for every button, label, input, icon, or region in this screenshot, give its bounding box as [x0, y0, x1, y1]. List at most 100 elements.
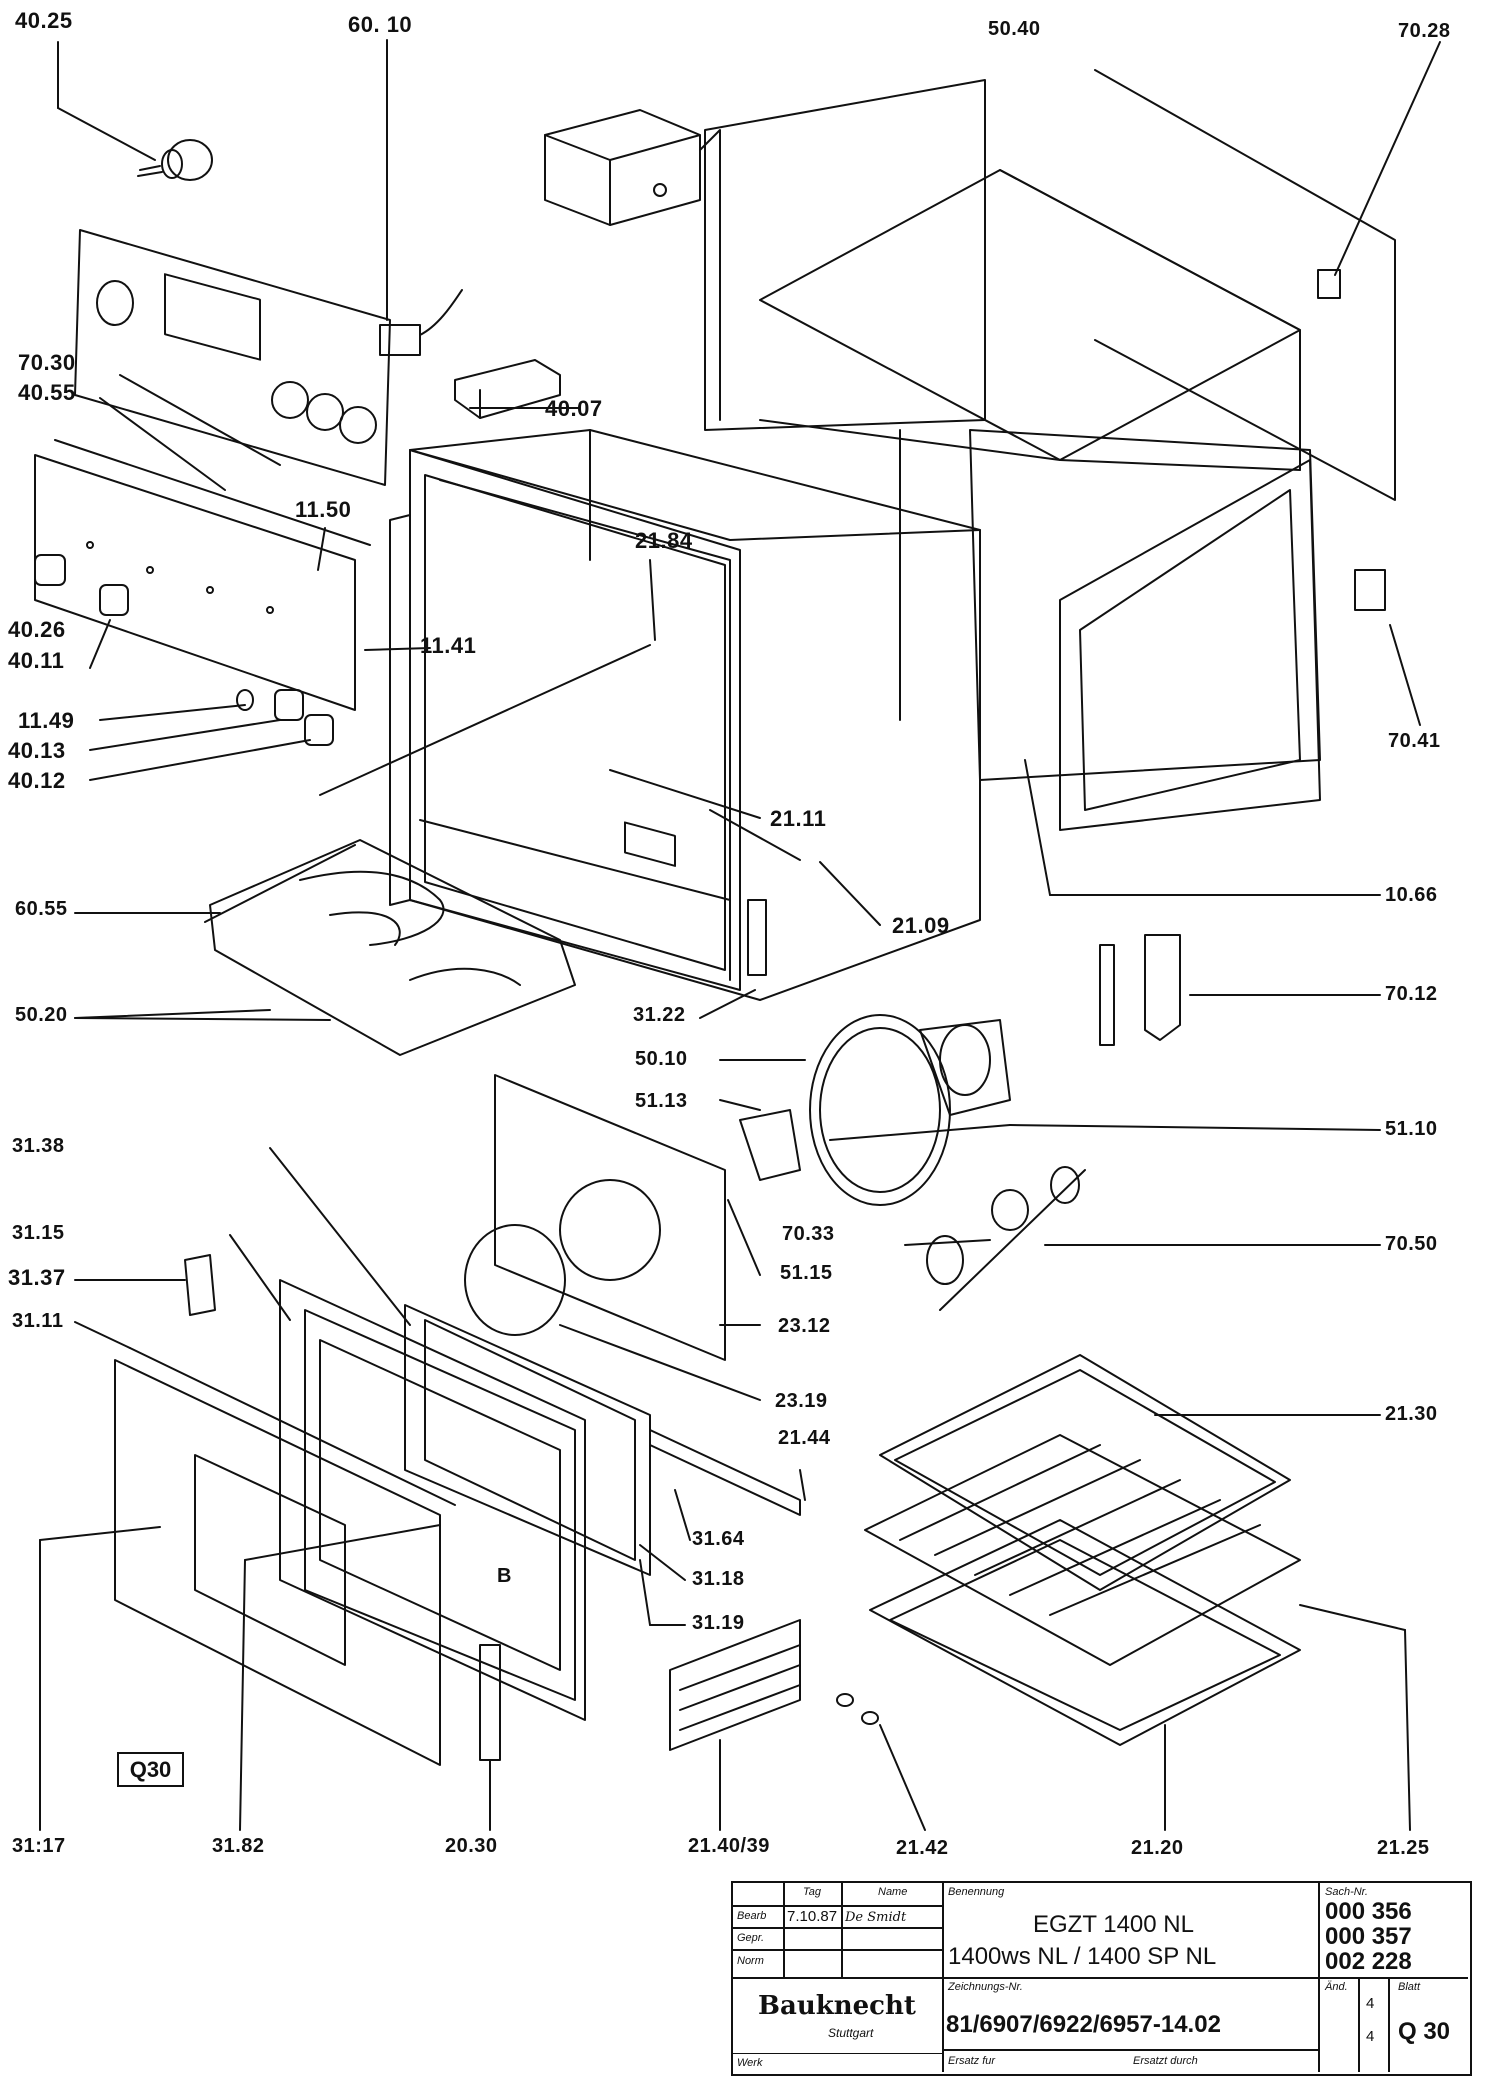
tb-drawing-no: 81/6907/6922/6957-14.02 — [946, 2011, 1221, 2038]
label-40-26: 40.26 — [8, 617, 66, 642]
part-21-44-strip — [649, 1429, 806, 1516]
tb-date: 7.10.87 — [787, 1908, 838, 1925]
part-21-40-side-rails — [669, 1619, 801, 1831]
label-70-50: 70.50 — [1385, 1233, 1438, 1255]
label-21-44: 21.44 — [778, 1427, 831, 1449]
part-70-12-bracket — [1099, 934, 1381, 1046]
label-21-09: 21.09 — [892, 913, 950, 938]
label-31-17: 31:17 — [12, 1835, 66, 1857]
tb-aend-hdr: Änd. — [1325, 1981, 1348, 1993]
tb-signature: De Smidt — [845, 1910, 907, 1925]
part-front-fascia — [34, 439, 371, 711]
tb-sach-hdr: Sach-Nr. — [1325, 1886, 1368, 1898]
part-60-10-switch — [379, 39, 463, 356]
tb-logo: Bauknecht — [758, 1991, 916, 2021]
part-20-30-hinge — [479, 1644, 501, 1831]
label-21-84: 21.84 — [635, 528, 693, 553]
label-31-64: 31.64 — [692, 1528, 745, 1550]
tb-hdr-benennung: Benennung — [948, 1886, 1005, 1898]
tb-hdr-name: Name — [878, 1886, 908, 1898]
tb-row-gepr: Gepr. — [737, 1932, 765, 1944]
tb-page-val: Q 30 — [1398, 2018, 1451, 2045]
label-40-25: 40.25 — [15, 8, 73, 33]
label-51-15: 51.15 — [780, 1262, 833, 1284]
part-31-17-door — [39, 1321, 456, 1831]
part-31-22-hinge — [699, 899, 767, 1019]
part-door-inner-frames — [279, 1279, 651, 1721]
label-21-20: 21.20 — [1131, 1837, 1184, 1859]
part-21-30-tray — [879, 1354, 1381, 1591]
part-21-25-rack — [864, 1434, 1411, 1831]
part-fan-assembly — [719, 1014, 1381, 1206]
part-70-41 — [1354, 569, 1421, 726]
label-21-25: 21.25 — [1377, 1837, 1430, 1859]
leader-23-19 — [559, 1324, 761, 1401]
label-70-30: 70.30 — [18, 350, 76, 375]
part-31-37-block — [74, 1254, 216, 1316]
label-40-55: 40.55 — [18, 380, 76, 405]
label-31-11: 31.11 — [12, 1310, 64, 1332]
label-50-10: 50.10 — [635, 1048, 688, 1070]
label-11-49: 11.49 — [18, 708, 75, 733]
label-21-40-39: 21.40/39 — [688, 1835, 770, 1857]
label-21-42: 21.42 — [896, 1837, 949, 1859]
label-20-30: 20.30 — [445, 1835, 498, 1857]
label-70-33: 70.33 — [782, 1223, 835, 1245]
tb-sach-1: 000 356 — [1325, 1898, 1412, 1925]
part-40-25-knob — [57, 41, 213, 181]
label-11-50: 11.50 — [295, 497, 352, 522]
part-control-panel — [74, 229, 391, 486]
label-40-12: 40.12 — [8, 768, 66, 793]
tb-ersatzt-durch: Ersatzt durch — [1133, 2055, 1198, 2067]
part-21-42-screws — [836, 1693, 926, 1831]
label-40-13: 40.13 — [8, 738, 66, 763]
part-23-12-back-panel — [464, 1074, 761, 1361]
label-50-40: 50.40 — [988, 18, 1041, 40]
tb-ersatz-fuer: Ersatz fur — [948, 2055, 996, 2067]
tb-hdr-tag: Tag — [803, 1886, 821, 1898]
label-70-41: 70.41 — [1388, 730, 1441, 752]
door-mark: B — [497, 1565, 512, 1587]
label-31-19: 31.19 — [692, 1612, 745, 1634]
label-70-12: 70.12 — [1385, 983, 1438, 1005]
part-top-bracket — [544, 109, 701, 226]
label-21-30: 21.30 — [1385, 1403, 1438, 1425]
label-31-15: 31.15 — [12, 1222, 65, 1244]
page-tag-box: Q30 — [117, 1752, 184, 1787]
label-51-10: 51.10 — [1385, 1118, 1438, 1140]
part-21-20-pan — [869, 1519, 1301, 1831]
label-10-66: 10.66 — [1385, 884, 1438, 906]
part-knobs — [34, 554, 334, 746]
part-50-20-grill-element — [74, 839, 576, 1056]
label-23-19: 23.19 — [775, 1390, 828, 1412]
label-23-12: 23.12 — [778, 1315, 831, 1337]
leader-10-66 — [1024, 759, 1051, 896]
tb-model-line2: 1400ws NL / 1400 SP NL — [948, 1943, 1217, 1970]
part-outer-housing — [699, 69, 1396, 831]
tb-sheet-hdr: Blatt — [1398, 1981, 1421, 1993]
part-lamp-assembly — [904, 1166, 1381, 1311]
label-60-55: 60.55 — [15, 898, 68, 920]
tb-row-bearb: Bearb — [737, 1910, 767, 1922]
label-31-22: 31.22 — [633, 1004, 686, 1026]
part-70-28 — [1317, 41, 1441, 299]
label-51-13: 51.13 — [635, 1090, 688, 1112]
label-31-38: 31.38 — [12, 1135, 65, 1157]
label-70-28: 70.28 — [1398, 20, 1451, 42]
tb-sheet-val: 4 — [1366, 2028, 1375, 2045]
tb-model-line1: EGZT 1400 NL — [1033, 1911, 1194, 1938]
label-40-07: 40.07 — [545, 396, 603, 421]
label-31-82: 31.82 — [212, 1835, 265, 1857]
label-31-18: 31.18 — [692, 1568, 745, 1590]
tb-aend-val: 4 — [1366, 1995, 1375, 2012]
label-11-41: 11.41 — [420, 633, 477, 658]
leaders-left-column — [74, 374, 431, 1019]
label-60-10: 60. 10 — [348, 12, 413, 37]
label-40-11: 40.11 — [8, 648, 65, 673]
label-50-20: 50.20 — [15, 1004, 68, 1026]
part-40-07-terminal-block — [454, 359, 581, 419]
tb-zeichnung-hdr: Zeichnungs-Nr. — [948, 1981, 1023, 1993]
tb-row-norm: Norm — [737, 1955, 764, 1967]
part-51-13-fan-blade — [719, 1099, 801, 1181]
